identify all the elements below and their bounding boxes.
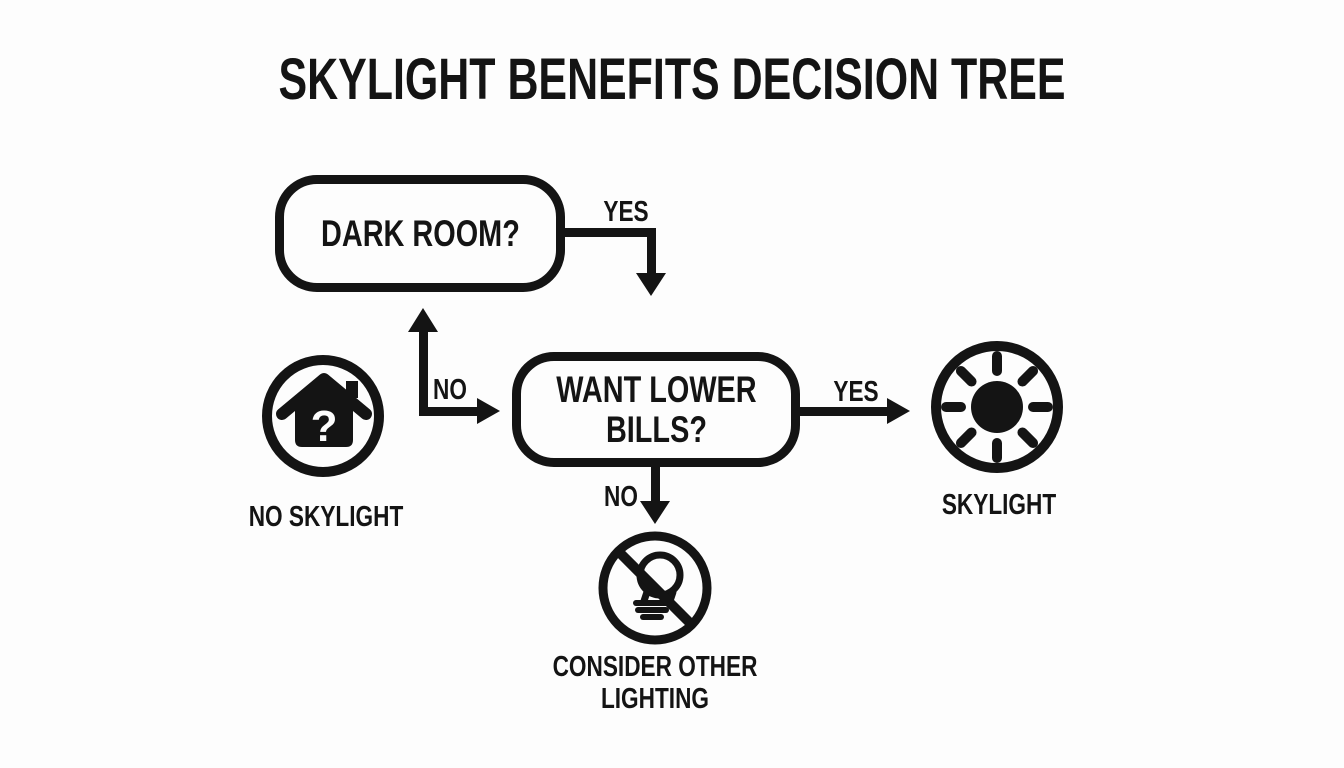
edge-dark-room-yes-vsegment	[647, 228, 656, 274]
node-dark-room: DARK ROOM?	[275, 175, 565, 292]
house-question-icon: ?	[262, 355, 384, 477]
edge-dark-room-yes-label: YES	[603, 196, 649, 228]
edge-dark-room-no-hsegment	[419, 407, 477, 416]
node-want-lower-bills-line2: BILLS?	[605, 408, 707, 450]
sun-icon	[931, 341, 1063, 473]
edge-dark-room-no-label: NO	[433, 374, 467, 406]
terminal-consider-other-line2: LIGHTING	[600, 683, 710, 715]
terminal-consider-other-line1: CONSIDER OTHER	[552, 651, 758, 683]
edge-bills-no-arrowhead-icon	[640, 501, 670, 524]
edge-dark-room-no-right-arrowhead-icon	[477, 398, 500, 424]
node-want-lower-bills-label: WANT LOWER BILLS?	[555, 368, 757, 450]
edge-bills-no-label: NO	[604, 481, 638, 513]
terminal-skylight-label: SKYLIGHT	[941, 489, 1057, 521]
node-want-lower-bills-line1: WANT LOWER	[555, 368, 757, 410]
terminal-consider-other-label: CONSIDER OTHER LIGHTING	[538, 651, 772, 715]
edge-bills-yes-label: YES	[833, 376, 879, 408]
node-dark-room-label: DARK ROOM?	[320, 212, 520, 254]
edge-bills-no-segment	[651, 464, 660, 502]
node-want-lower-bills: WANT LOWER BILLS?	[512, 352, 800, 467]
house-question-glyph: ?	[311, 402, 338, 451]
diagram-title: SKYLIGHT BENEFITS DECISION TREE	[278, 47, 1066, 112]
terminal-no-skylight-label: NO SKYLIGHT	[248, 501, 404, 533]
no-bulb-icon	[598, 531, 712, 645]
edge-bills-yes-arrowhead-icon	[887, 398, 910, 424]
edge-dark-room-yes-arrowhead-icon	[636, 273, 666, 296]
edge-dark-room-yes-hsegment	[561, 228, 656, 237]
edge-bills-yes-segment	[797, 407, 887, 416]
edge-dark-room-no-up-arrowhead-icon	[408, 308, 438, 332]
edge-dark-room-no-vsegment	[419, 331, 428, 416]
